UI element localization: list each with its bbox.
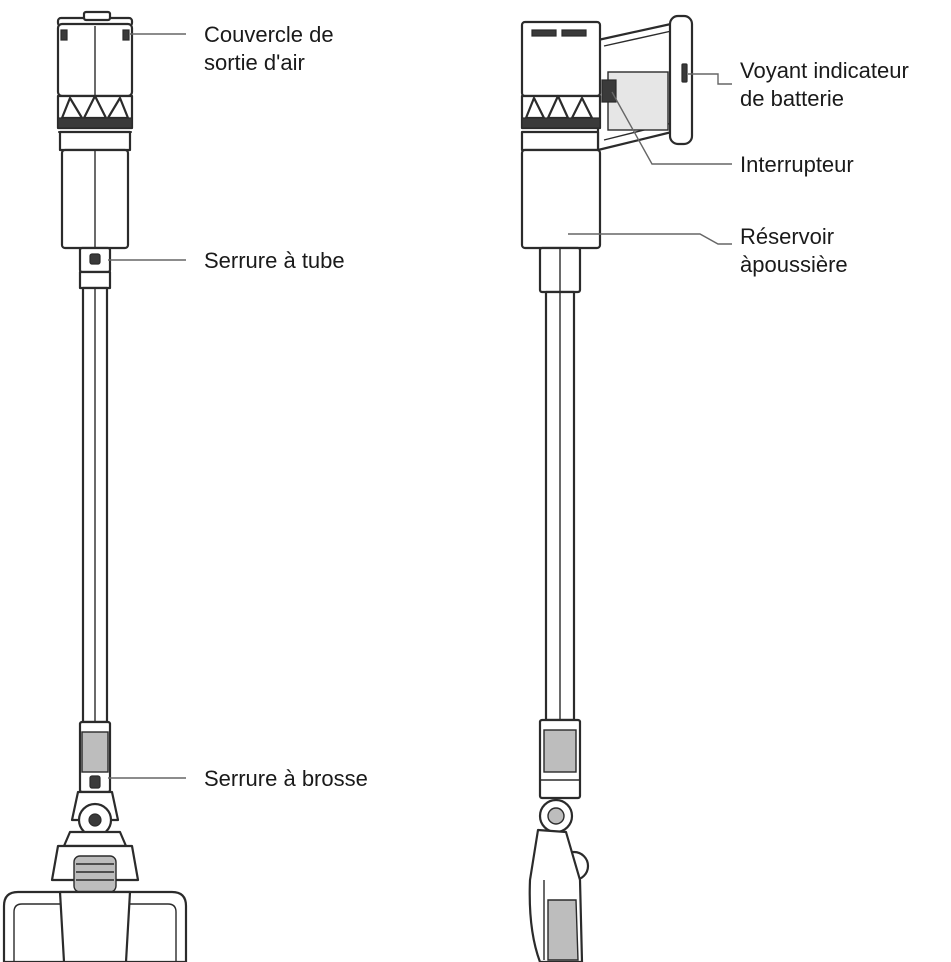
front-brush-head [2, 844, 188, 962]
label-tube-lock: Serrure à tube [204, 248, 345, 273]
label-dust-container-line1: Réservoir [740, 224, 834, 249]
front-tube-lock [78, 246, 112, 290]
labels: Couvercle de sortie d'air Serrure à tube… [204, 22, 909, 791]
leader-dust-container [568, 233, 732, 245]
side-brush-connector [538, 718, 582, 800]
side-air-outlet-cover [520, 20, 602, 98]
side-tube [544, 290, 576, 722]
front-tube [81, 286, 109, 724]
leader-lines [108, 33, 732, 779]
side-tube-connector [538, 246, 582, 294]
label-dust-container-line2: àpoussière [740, 252, 848, 277]
leader-power-switch [611, 91, 732, 165]
side-brush-head [528, 798, 590, 962]
front-air-outlet-cover [56, 10, 134, 98]
leader-battery-indicator [688, 73, 732, 85]
label-battery-indicator-line2: de batterie [740, 86, 844, 111]
label-battery-indicator-line1: Voyant indicateur [740, 58, 909, 83]
front-view-vacuum [2, 10, 188, 962]
side-dust-bin [520, 130, 602, 250]
label-brush-lock: Serrure à brosse [204, 766, 368, 791]
side-handle [596, 14, 694, 152]
label-power-switch: Interrupteur [740, 152, 854, 177]
side-motor-ring [520, 94, 602, 130]
front-motor-ring [56, 94, 134, 133]
label-air-outlet-cover-line2: sortie d'air [204, 50, 305, 75]
label-air-outlet-cover-line1: Couvercle de [204, 22, 334, 47]
front-dust-bin [58, 130, 132, 250]
side-view-vacuum [520, 14, 694, 962]
